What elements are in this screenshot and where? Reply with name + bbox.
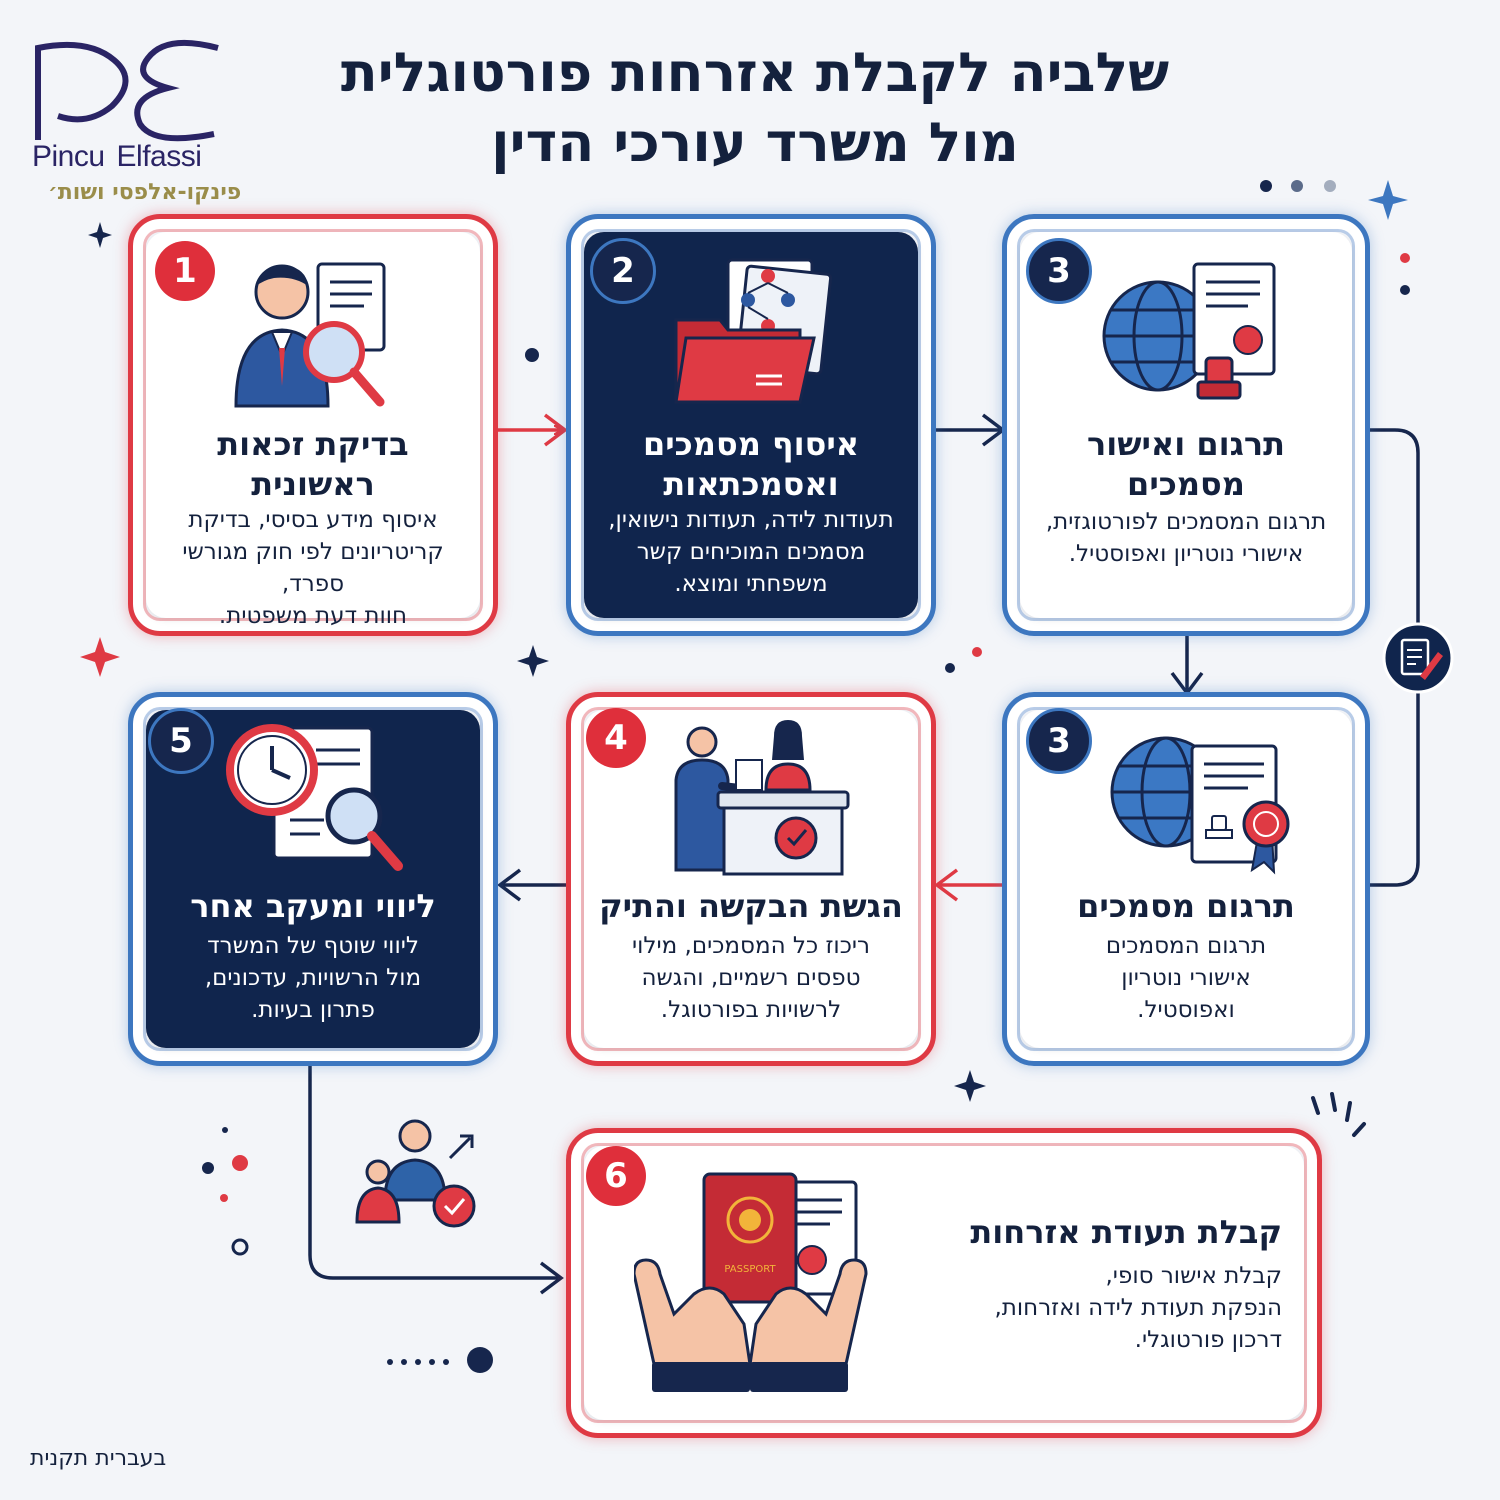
step-title: תרגום מסמכים (1077, 887, 1295, 925)
logo-monogram (35, 39, 219, 142)
arrow-step5-to-step6 (308, 1060, 558, 1280)
step-card-4: 4 הגשת הבקשה והתיק ריכוז כל המסמכים, מיל… (566, 692, 936, 1066)
logo-hebrew-name: פינקו-אלפסי ושות׳ (48, 180, 242, 205)
step-title: הגשת הבקשה והתיק (599, 887, 903, 925)
step-title: קבלת תעודת אזרחות (970, 1213, 1282, 1251)
footnote: בעברית תקנית (30, 1446, 167, 1471)
clock-search-document-icon (226, 724, 403, 871)
burst-lines (1311, 1092, 1366, 1137)
advocate-person-icon (355, 1119, 476, 1228)
step-description: תעודות לידה, תעודות נישואין,מסמכים המוכי… (608, 507, 894, 597)
step-description: תרגום המסמכים לפורטוגזית,אישורי נוטריון … (1045, 509, 1327, 567)
step-description: קבלת אישור סופי,הנפקת תעודת לידה ואזרחות… (994, 1263, 1282, 1353)
step-card-6: 6 PASSPORT קבלת תעודת אזרחות קבלת אישור … (566, 1128, 1322, 1438)
title-line-1: שלביה לקבלת אזרחות פורטוגלית (340, 41, 1170, 104)
title-line-2: מול משרד עורכי הדין (491, 111, 1019, 174)
decor-dots (202, 180, 1410, 1373)
step-number-badge: 1 (155, 241, 215, 301)
page-title: שלביה לקבלת אזרחות פורטוגלית מול משרד עו… (270, 38, 1240, 178)
lawyer-search-icon (234, 262, 386, 408)
step-number-badge: 3 (1026, 708, 1092, 774)
globe-document-stamp-icon (1102, 262, 1276, 400)
step-number-badge: 5 (148, 708, 214, 774)
step-number-badge: 4 (586, 708, 646, 768)
step-number-badge: 6 (586, 1146, 646, 1206)
globe-certificate-icon (1110, 736, 1290, 875)
passport-in-hands-icon: PASSPORT (634, 1172, 868, 1392)
step-number-badge: 3 (1026, 238, 1092, 304)
documents-folder-icon (674, 258, 833, 404)
svg-text:PASSPORT: PASSPORT (724, 1264, 776, 1275)
step-title: ליווי ומעקב אחר (190, 887, 436, 925)
step-number-badge: 2 (590, 238, 656, 304)
submission-desk-icon (674, 720, 850, 876)
